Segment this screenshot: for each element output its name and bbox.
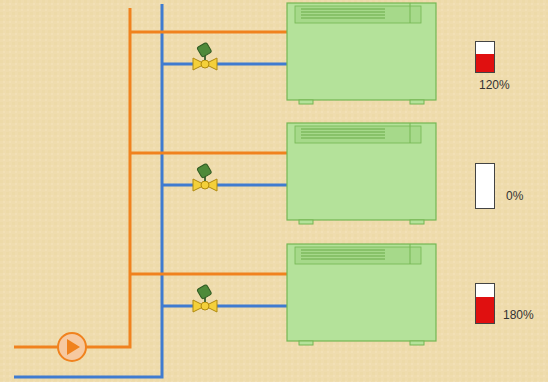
supply-pipes — [14, 8, 287, 347]
valve-symbol — [193, 284, 217, 312]
level-indicator — [476, 42, 495, 73]
level-indicator — [476, 164, 495, 209]
valve-symbol — [193, 42, 217, 70]
level-indicator — [476, 284, 495, 324]
pump-symbol — [58, 333, 86, 361]
valve-symbol — [193, 163, 217, 191]
radiator — [287, 3, 436, 104]
percent-label: 180% — [503, 308, 534, 322]
radiator — [287, 244, 436, 345]
return-pipes — [14, 4, 287, 377]
radiator — [287, 123, 436, 224]
percent-label: 0% — [506, 189, 523, 203]
percent-label: 120% — [479, 78, 510, 92]
